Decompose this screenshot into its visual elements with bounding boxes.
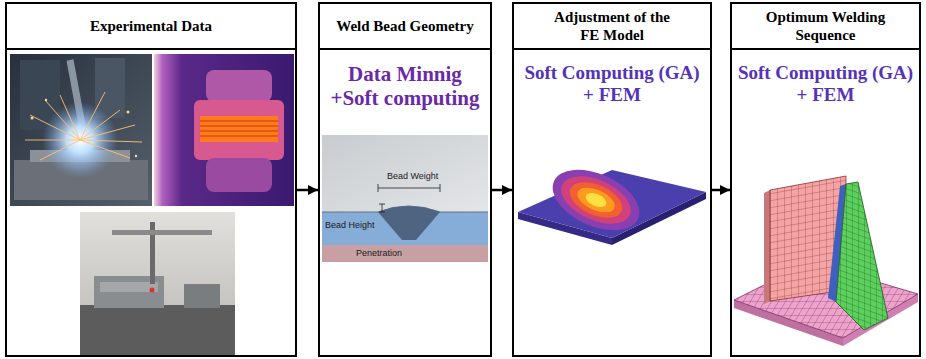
cmm-photo-part — [112, 230, 212, 235]
welding-photo — [10, 54, 152, 206]
thermal-image-part — [200, 116, 278, 142]
heading-strip: Weld Bead Geometry — [320, 4, 490, 50]
panel-heading: Optimum Welding Sequence — [766, 8, 886, 44]
bead-section-part — [378, 184, 440, 192]
fe-plate-part-part — [554, 167, 638, 234]
flow-arrow — [492, 189, 512, 192]
thermal-image-part — [206, 70, 272, 102]
cmm-photo — [80, 212, 235, 355]
fe-mesh-part — [764, 190, 770, 304]
fe-plate — [518, 158, 706, 245]
cmm-photo-part — [80, 305, 235, 355]
panel-heading: Experimental Data — [90, 17, 212, 35]
heading-strip: Experimental Data — [7, 4, 295, 50]
stage-panel: Experimental Data — [5, 2, 297, 357]
thermal-image — [154, 54, 294, 206]
thermal-image-part — [200, 121, 278, 136]
bead-section — [322, 135, 488, 262]
fe-mesh-part — [770, 176, 846, 301]
part-label: Bead Weight — [387, 172, 438, 182]
fe-mesh — [734, 176, 918, 346]
bead-section-part — [322, 135, 488, 215]
bead-section-part — [322, 245, 488, 262]
method-text: Soft Computing (GA) + FEM — [734, 62, 918, 106]
welding-photo-part — [45, 99, 47, 101]
welding-photo-part — [10, 54, 152, 206]
welding-photo-part — [127, 111, 130, 114]
panel-heading: Weld Bead Geometry — [336, 17, 473, 35]
fe-plate-part-part — [564, 175, 627, 225]
welding-photo-part — [25, 92, 142, 160]
cmm-photo-part — [100, 282, 158, 292]
flow-arrow — [712, 189, 730, 192]
fe-plate-part-part — [574, 183, 619, 218]
stage-panel: Adjustment of the FE ModelSoft Computing… — [512, 2, 712, 357]
fe-plate-part — [543, 158, 648, 243]
panel-heading: Adjustment of the FE Model — [552, 8, 672, 44]
cmm-photo-part — [184, 284, 220, 308]
method-text: Soft Computing (GA) + FEM — [520, 62, 704, 106]
fe-mesh-part — [836, 182, 888, 330]
fe-plate-part-part — [543, 158, 648, 243]
thermal-image-part — [154, 54, 294, 206]
fe-plate-part-part — [584, 190, 609, 210]
part-label: Penetration — [356, 249, 402, 259]
thermal-image-part — [206, 158, 272, 192]
part-label: Bead Height — [325, 221, 375, 231]
heading-strip: Optimum Welding Sequence — [732, 4, 919, 50]
bead-section-part — [379, 204, 385, 212]
heading-strip: Adjustment of the FE Model — [514, 4, 710, 50]
welding-photo-part — [135, 155, 137, 157]
bead-section-part — [378, 206, 440, 240]
flow-arrow — [297, 189, 318, 192]
cmm-photo-part — [80, 212, 235, 355]
cmm-photo-part — [150, 288, 155, 293]
method-text: Data Minnig +Soft computing — [326, 62, 484, 110]
welding-photo-part — [31, 117, 34, 120]
thermal-image-part — [194, 100, 284, 160]
stage-panel: Optimum Welding SequenceSoft Computing (… — [730, 2, 921, 357]
